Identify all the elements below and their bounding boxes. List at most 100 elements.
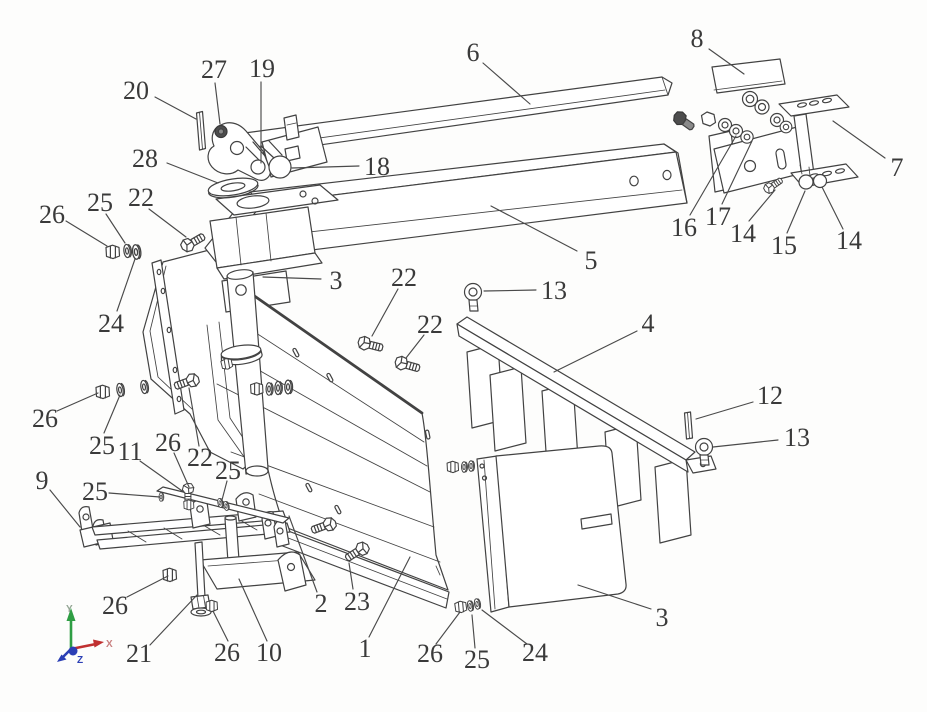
- callout-2: 2: [315, 589, 328, 618]
- part-10-bracket: [277, 551, 307, 592]
- callout-24-leader: [116, 258, 136, 312]
- washer-28: [207, 177, 259, 199]
- callout-18-leader: [291, 165, 360, 169]
- callout-25-leader: [471, 614, 476, 649]
- callout-6-leader: [482, 62, 531, 105]
- callout-3-leader: [577, 584, 652, 610]
- callout-6: 6: [467, 38, 480, 67]
- washer-25: [222, 500, 231, 512]
- callout-8: 8: [691, 24, 704, 53]
- callout-22-leader: [148, 208, 187, 238]
- callout-9-leader: [49, 489, 81, 528]
- callout-14: 14: [836, 226, 862, 255]
- axis-z-label: Z: [77, 655, 83, 666]
- callout-17-leader: [721, 140, 753, 205]
- axis-x-arrowhead: [93, 639, 104, 648]
- callout-11: 11: [117, 437, 142, 466]
- callout-9: 9: [36, 466, 49, 495]
- callout-27: 27: [201, 55, 227, 84]
- callout-10: 10: [256, 638, 282, 667]
- callout-13: 13: [541, 276, 567, 305]
- bolt: [673, 111, 695, 131]
- washer: [265, 382, 274, 396]
- callout-22-leader: [405, 334, 425, 359]
- callout-26: 26: [102, 591, 128, 620]
- washer: [274, 380, 283, 396]
- callout-14: 14: [730, 219, 756, 248]
- washer-pair-right: [769, 112, 793, 134]
- callout-15: 15: [771, 231, 797, 260]
- washer: [461, 461, 468, 473]
- callout-24-leader: [481, 609, 528, 645]
- callout-26-leader: [435, 611, 461, 645]
- callout-10-leader: [238, 578, 268, 642]
- callout-3: 3: [656, 603, 669, 632]
- callout-21-leader: [149, 594, 198, 646]
- callout-25-leader: [221, 480, 228, 501]
- callout-2-leader: [288, 515, 318, 593]
- side-edge-strip: [151, 259, 185, 415]
- callout-22: 22: [128, 183, 154, 212]
- callout-22: 22: [391, 263, 417, 292]
- callout-26-leader: [56, 392, 99, 412]
- callout-26-leader: [173, 452, 190, 488]
- callout-8-leader: [708, 48, 745, 75]
- callout-26: 26: [417, 639, 443, 668]
- callout-27-leader: [214, 82, 221, 125]
- frame-rail-front: [96, 522, 291, 550]
- callout-26-leader: [65, 220, 108, 247]
- nut: [183, 499, 195, 511]
- bolt-14-head: [812, 173, 828, 189]
- callout-25-leader: [105, 213, 126, 244]
- callout-23: 23: [344, 587, 370, 616]
- callout-20: 20: [123, 76, 149, 105]
- callout-24: 24: [522, 638, 548, 667]
- callout-25: 25: [89, 431, 115, 460]
- top-right-assembly: [673, 58, 859, 196]
- callout-3-leader: [262, 276, 322, 280]
- callout-14-leader: [748, 189, 776, 222]
- callout-26: 26: [214, 638, 240, 667]
- pin-19: [250, 159, 266, 175]
- nut: [250, 382, 264, 396]
- washer: [284, 379, 294, 395]
- part-3-right-plate: [476, 445, 627, 613]
- rubber-flap: [654, 458, 692, 544]
- callout-25: 25: [215, 456, 241, 485]
- callout-25: 25: [464, 645, 490, 674]
- pin-13-right: [694, 437, 714, 466]
- pin-12: [683, 411, 694, 440]
- callout-4-leader: [553, 330, 638, 373]
- callout-21: 21: [126, 639, 152, 668]
- callout-22: 22: [187, 443, 213, 472]
- pivot-knuckle-group: [195, 110, 292, 199]
- callout-14-leader: [821, 186, 844, 230]
- callout-28: 28: [132, 144, 158, 173]
- callout-7-leader: [832, 120, 886, 159]
- bolt-22: [392, 354, 422, 376]
- washer-25: [466, 599, 475, 613]
- callout-7: 7: [891, 153, 904, 182]
- callout-18: 18: [364, 152, 390, 181]
- callout-12: 12: [757, 381, 783, 410]
- callout-25: 25: [87, 188, 113, 217]
- bolt-22: [356, 334, 385, 355]
- beam-head-bracket: [209, 184, 339, 313]
- axis-triad: Y X Z: [57, 604, 113, 666]
- callout-1: 1: [359, 634, 372, 663]
- callout-13-leader: [483, 289, 537, 292]
- pin-18: [268, 155, 292, 179]
- callout-3: 3: [330, 266, 343, 295]
- axis-x-label: X: [106, 639, 113, 650]
- callout-1-leader: [368, 556, 411, 638]
- callout-25-leader: [108, 492, 161, 498]
- axis-y-arrowhead: [66, 608, 76, 621]
- rubber-flap: [489, 366, 527, 452]
- sleeve-pair: [741, 90, 770, 115]
- part-21-bolt: [190, 541, 212, 617]
- bolt-22: [178, 229, 208, 255]
- part-8-pad: [711, 58, 786, 94]
- callout-16: 16: [671, 213, 697, 242]
